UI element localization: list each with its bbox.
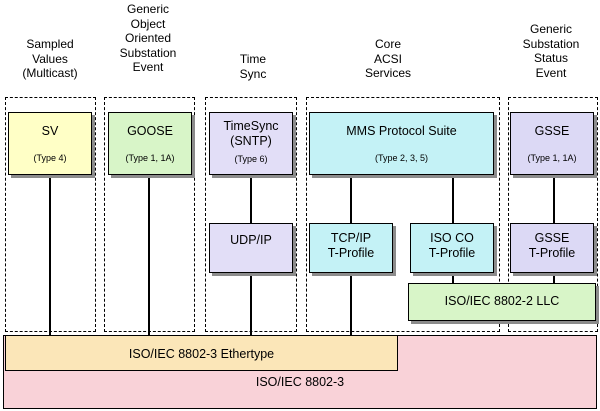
header-line: Event <box>535 65 567 80</box>
udp-ip-box: UDP/IP <box>209 223 293 273</box>
timesync-title: TimeSync <box>223 119 279 133</box>
connector-line <box>452 175 454 223</box>
ethertype-box: ISO/IEC 8802-3 Ethertype <box>5 335 398 371</box>
header-line: Oriented <box>124 31 172 45</box>
sv-box: SV (Type 4) <box>8 112 92 175</box>
connector-line <box>148 175 150 335</box>
gsse-t-profile: T-Profile <box>528 246 576 260</box>
tcp-ip-label: TCP/IP <box>330 231 372 245</box>
header-line: Substation <box>522 36 580 51</box>
ethertype-label: ISO/IEC 8802-3 Ethertype <box>128 347 275 361</box>
header-sampled-values: Sampled Values (Multicast) <box>2 37 98 81</box>
udp-ip-label: UDP/IP <box>230 233 272 247</box>
header-line: ACSI <box>373 51 402 66</box>
header-line: Event <box>132 60 164 74</box>
group-gsse <box>508 97 598 332</box>
connector-line <box>250 273 252 335</box>
connector-line <box>553 273 555 283</box>
group-core-acsi <box>306 97 500 332</box>
header-line: Sync <box>239 66 267 81</box>
gsse-box: GSSE (Type 1, 1A) <box>510 112 594 175</box>
goose-box: GOOSE (Type 1, 1A) <box>108 112 192 175</box>
goose-type: (Type 1, 1A) <box>125 153 175 163</box>
gsse-t-label: GSSE <box>534 231 570 245</box>
connector-line <box>250 175 252 223</box>
header-goose: Generic Object Oriented Substation Event <box>100 2 196 75</box>
gsse-t-profile-box: GSSE T-Profile <box>510 223 594 273</box>
header-line: Object <box>130 16 166 31</box>
header-line: Status <box>533 51 569 65</box>
header-line: Time <box>239 52 267 66</box>
connector-line <box>350 273 352 335</box>
iso-co-label: ISO CO <box>430 231 474 245</box>
timesync-subtitle: (SNTP) <box>230 134 272 148</box>
connector-line <box>49 175 51 335</box>
tcp-ip-box: TCP/IP T-Profile <box>309 223 393 273</box>
mms-title: MMS Protocol Suite <box>346 124 457 138</box>
connector-line <box>350 175 352 223</box>
header-line: Generic <box>529 22 573 36</box>
sv-type: (Type 4) <box>33 153 67 163</box>
header-line: Substation <box>119 45 177 60</box>
header-line: Sampled <box>26 37 74 51</box>
llc-box: ISO/IEC 8802-2 LLC <box>408 283 596 321</box>
gsse-title: GSSE <box>534 124 570 138</box>
timesync-type: (Type 6) <box>234 154 268 164</box>
mms-type: (Type 2, 3, 5) <box>374 153 429 163</box>
connector-line <box>553 175 555 223</box>
header-line: Core <box>374 37 401 51</box>
header-line: Generic <box>126 2 170 16</box>
iso-co-profile: T-Profile <box>428 246 476 260</box>
gsse-type: (Type 1, 1A) <box>527 153 577 163</box>
llc-label: ISO/IEC 8802-2 LLC <box>444 294 560 308</box>
timesync-box: TimeSync (SNTP) (Type 6) <box>209 112 293 175</box>
connector-line <box>452 273 454 283</box>
header-core-acsi: Core ACSI Services <box>340 37 436 81</box>
iso-co-box: ISO CO T-Profile <box>410 223 494 273</box>
header-gsse: Generic Substation Status Event <box>503 22 599 80</box>
header-line: Values <box>32 51 68 66</box>
header-time-sync: Time Sync <box>205 52 301 81</box>
base-layer-label: ISO/IEC 8802-3 <box>255 375 345 389</box>
mms-box: MMS Protocol Suite (Type 2, 3, 5) <box>309 112 494 175</box>
tcp-ip-profile: T-Profile <box>327 246 375 260</box>
sv-title: SV <box>41 124 59 138</box>
header-line: (Multicast) <box>22 66 78 80</box>
header-line: Services <box>364 66 411 80</box>
goose-title: GOOSE <box>127 124 173 138</box>
